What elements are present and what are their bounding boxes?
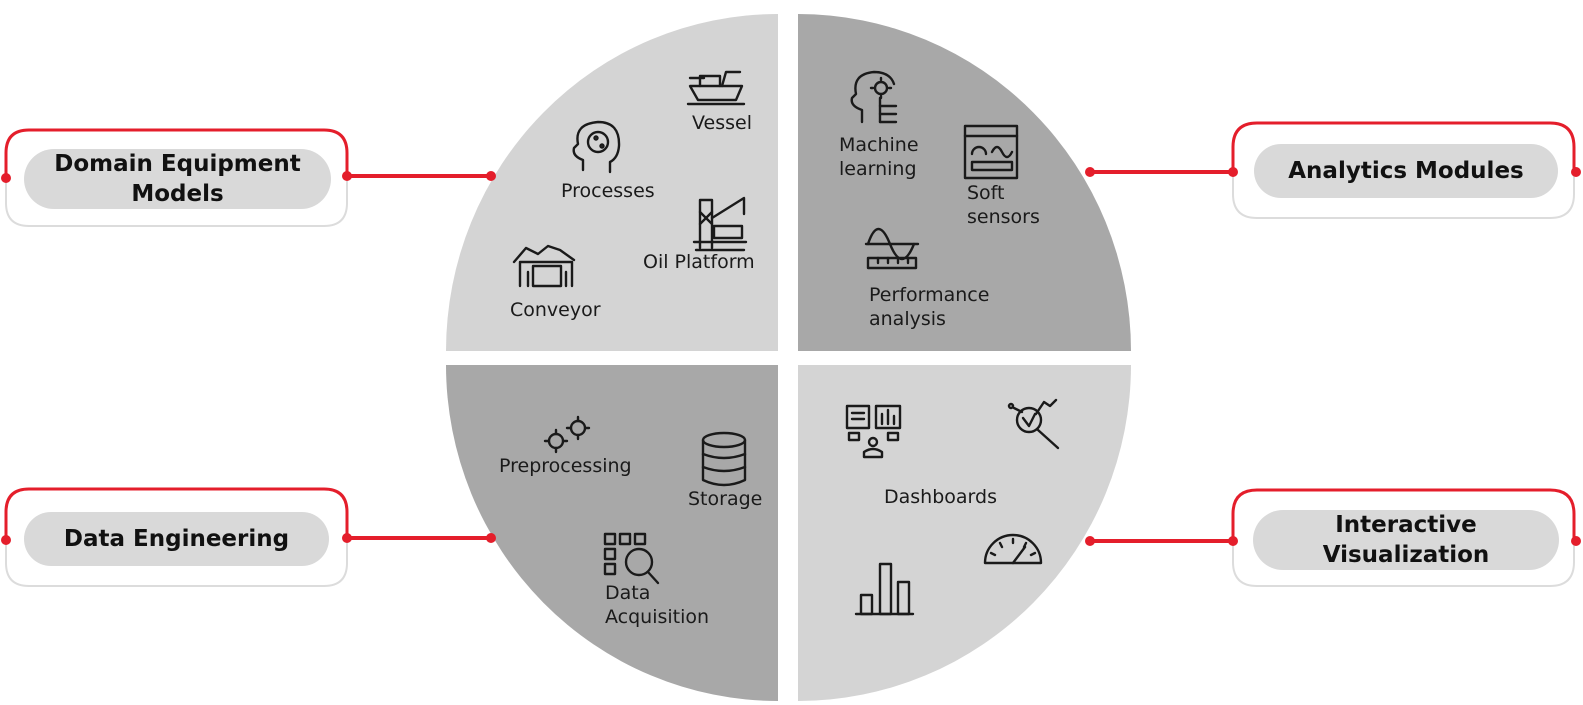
ai-head-icon xyxy=(850,70,898,124)
callout-frame-dataeng-bottom xyxy=(5,538,348,587)
pill-interactive-label: Interactive Visualization xyxy=(1253,510,1559,570)
pill-analytics xyxy=(1254,144,1558,198)
callout-frame-analytics xyxy=(1231,121,1576,172)
quadrant-top-left xyxy=(446,14,778,351)
pill-interactive-line1: Interactive xyxy=(1335,512,1477,538)
analytics-magnifier-icon xyxy=(1007,398,1060,450)
gears-icon xyxy=(543,415,591,454)
label-dashboards: Dashboards xyxy=(884,486,997,508)
dashboard-screens-icon xyxy=(845,404,902,459)
label-vessel: Vessel xyxy=(692,112,752,134)
label-machine: Machine xyxy=(839,134,919,156)
bar-chart-icon xyxy=(854,562,915,616)
pill-dataeng-line1: Data Engineering xyxy=(63,526,290,552)
callout-frame-dataeng xyxy=(4,487,349,538)
quadrant-bottom-right xyxy=(798,365,1131,701)
wave-ruler-icon xyxy=(864,227,920,270)
label-preprocessing: Preprocessing xyxy=(499,455,632,477)
callout-frame-interactive xyxy=(1231,488,1576,540)
pill-dataeng-label: Data Engineering xyxy=(24,524,329,554)
label-storage: Storage xyxy=(688,488,762,510)
callout-frame-domain-bottom xyxy=(5,176,348,227)
conveyor-icon xyxy=(512,244,576,288)
label-learning: learning xyxy=(839,158,917,180)
callout-frame-interactive-bottom xyxy=(1232,540,1575,587)
gauge-icon xyxy=(983,533,1043,565)
pill-interactive xyxy=(1253,510,1559,570)
oil-platform-icon xyxy=(692,196,748,252)
soft-sensor-window-icon xyxy=(963,124,1019,180)
label-oil-platform: Oil Platform xyxy=(643,251,755,273)
database-icon xyxy=(701,431,747,487)
callout-frame-domain xyxy=(4,128,349,176)
connector-dataeng xyxy=(1,533,496,545)
label-data: Data xyxy=(605,582,650,604)
label-analysis: analysis xyxy=(869,308,946,330)
grid-search-icon xyxy=(603,532,660,585)
pill-analytics-line1: Analytics Modules xyxy=(1288,158,1524,184)
label-performance: Performance xyxy=(869,284,989,306)
pill-domain-line1: Domain Equipment xyxy=(54,151,301,177)
label-sensors: sensors xyxy=(967,206,1040,228)
connector-analytics xyxy=(1085,167,1581,177)
pill-interactive-line2: Visualization xyxy=(1322,542,1490,568)
label-processes: Processes xyxy=(561,180,655,202)
callout-frame-analytics-bottom xyxy=(1232,172,1575,219)
pill-analytics-label: Analytics Modules xyxy=(1254,156,1558,186)
pill-domain-line2: Models xyxy=(131,181,224,207)
head-processes-icon xyxy=(572,120,621,174)
label-soft: Soft xyxy=(967,182,1005,204)
label-conveyor: Conveyor xyxy=(510,299,601,321)
pill-dataeng xyxy=(24,512,329,566)
pill-domain-label: Domain Equipment Models xyxy=(24,149,331,209)
label-acquisition: Acquisition xyxy=(605,606,709,628)
pill-domain xyxy=(24,149,331,209)
vessel-icon xyxy=(686,70,746,106)
connector-interactive xyxy=(1085,536,1581,546)
connector-domain xyxy=(1,171,496,183)
